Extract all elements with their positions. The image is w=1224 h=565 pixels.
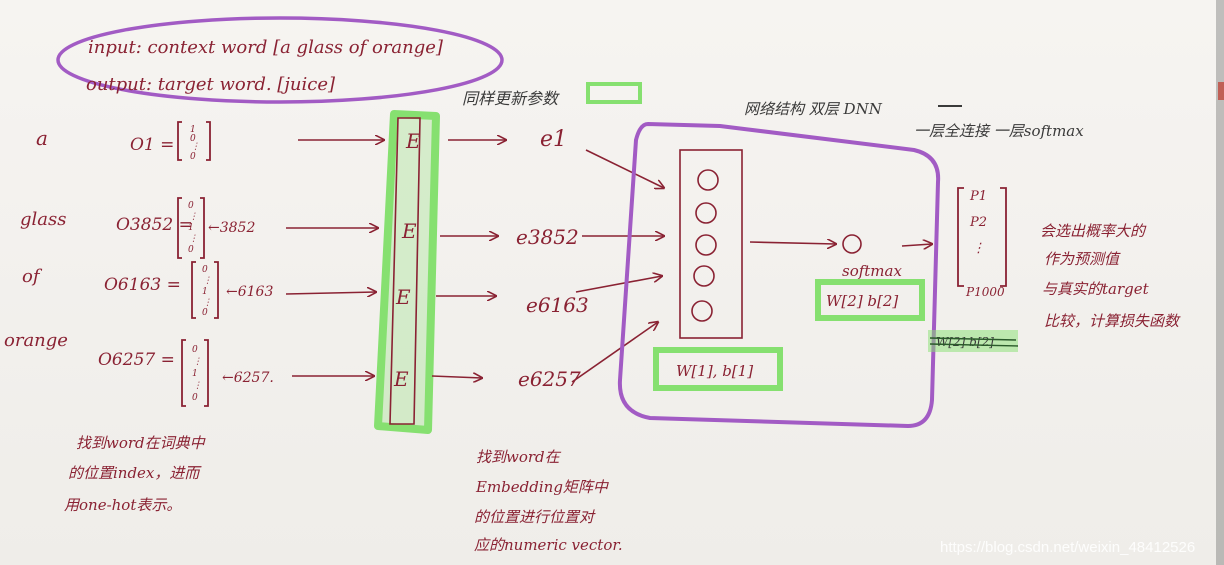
onehot-bracket-6163 [191,261,219,319]
embedding-update-note: 同样更新参数 [462,89,560,108]
onehot-label-1: O1 = [130,135,174,155]
onehot-bracket-6257 [181,339,209,407]
word-a: a [36,126,48,150]
left-note-3: 用one-hot表示。 [64,496,181,514]
io-header-oval [56,16,504,104]
softmax-unit [842,234,862,254]
onehot-label-6257: O6257 = [98,350,175,370]
prob-dots: ⋮ [972,241,985,256]
hidden-params: W[1], b[1] [676,362,753,380]
network-outline [617,122,941,428]
middle-note-1: 找到word在 [476,448,562,466]
word-glass: glass [20,209,67,230]
left-note-2: 的位置index，进而 [68,464,202,482]
input-line: input: context word [a glass of orange] [88,37,444,58]
arrow-e-vec-4 [431,376,482,378]
onehot-label-6163: O6163 = [104,275,181,295]
network-block: 网络结构 双层 DNN 一层全连接 一层softmax W[1], b[1] s… [617,100,1084,428]
left-note: 找到word在词典中 的位置index，进而 用one-hot表示。 [64,434,207,514]
middle-note-3: 的位置进行位置对 [474,508,596,526]
word-of: of [22,266,43,287]
io-header: input: context word [a glass of orange] … [56,16,504,104]
hidden-layer-box [679,149,743,339]
network-subtitle: 一层全连接 一层softmax [914,122,1084,140]
arrow-vec-hidden-3 [575,276,662,293]
arrow-softmax-output [901,244,932,246]
onehot-bracket-1 [177,121,211,161]
output-note-1: 会选出概率大的 [1040,222,1147,240]
vector-e1: e1 [540,127,567,152]
output-note-4: 比较，计算损失函数 [1044,312,1181,330]
embedding-column [389,117,421,425]
edge-mark [1218,82,1224,100]
embedding-matrix: E E E E 同样更新参数 [374,82,642,434]
embedding-vectors: e1 e3852 e6163 e6257 [516,127,589,391]
hidden-params-highlight [653,347,783,391]
prob-1: P1 [969,189,987,204]
embedding-cell-2: E [401,219,417,243]
struck-note-highlight [928,330,1018,352]
arrow-hidden-softmax [749,242,836,244]
struck-note: W[2] b[2] [928,330,1019,352]
onehot-index-6257: ←6257. [222,370,274,386]
struck-note-text: W[2] b[2] [936,335,994,349]
onehot-label-3852: O3852 = [116,215,193,235]
vector-e3852: e3852 [516,225,579,249]
prob-1000: P1000 [965,285,1005,299]
embedding-cell-4: E [393,367,409,391]
prob-2: P2 [969,215,987,230]
arrows-e-to-vectors [431,140,506,378]
middle-note-2: Embedding矩阵中 [475,478,610,496]
hidden-unit-2 [695,202,717,224]
arrows-onehot-to-e [285,140,384,376]
onehot-digits-3852: 0⋮1⋮0 [188,201,198,255]
context-words: a glass of orange [4,126,68,351]
arrow-vec-hidden-1 [585,149,664,188]
vector-e6257: e6257 [518,367,581,391]
onehot-digits-6257: 0⋮1⋮0 [192,345,202,403]
onehot-digits-6163: 0⋮1⋮0 [202,265,212,318]
output-bracket [957,187,1007,287]
hidden-unit-3 [695,234,717,256]
output-note-2: 作为预测值 [1044,250,1121,268]
left-note-1: 找到word在词典中 [76,434,207,452]
hidden-unit-5 [691,300,713,322]
output-note-3: 与真实的target [1042,280,1150,298]
output-vector: P1 P2 ⋮ P1000 [957,187,1007,299]
middle-note-4: 应的numeric vector. [474,536,623,554]
onehot-index-6163: ←6163 [226,284,273,300]
vector-e6163: e6163 [526,293,589,317]
middle-note: 找到word在 Embedding矩阵中 的位置进行位置对 应的numeric … [474,448,623,554]
arrows-vectors-to-hidden [571,149,664,383]
watermark: https://blog.csdn.net/weixin_48412526 [940,539,1195,556]
output-note: 会选出概率大的 作为预测值 与真实的target 比较，计算损失函数 [1040,222,1181,330]
update-note-highlight [586,82,642,104]
arrow-onehot-e-3 [285,292,376,294]
arrow-vec-hidden-4 [571,322,658,383]
network-title: 网络结构 双层 DNN [744,100,883,118]
embedding-cell-3: E [395,285,411,309]
softmax-params: W[2] b[2] [826,292,898,310]
hidden-unit-4 [693,265,715,287]
photo-edge [1216,0,1224,565]
embedding-cell-1: E [405,129,421,153]
onehot-index-3852: ←3852 [208,220,255,236]
onehot-bracket-3852 [177,197,205,259]
softmax-label: softmax [842,262,902,280]
softmax-params-highlight [815,279,925,321]
word-orange: orange [4,330,68,351]
hidden-unit-1 [697,169,719,191]
struck-note-scribble [929,337,1019,347]
output-line: output: target word. [juice] [86,74,336,95]
